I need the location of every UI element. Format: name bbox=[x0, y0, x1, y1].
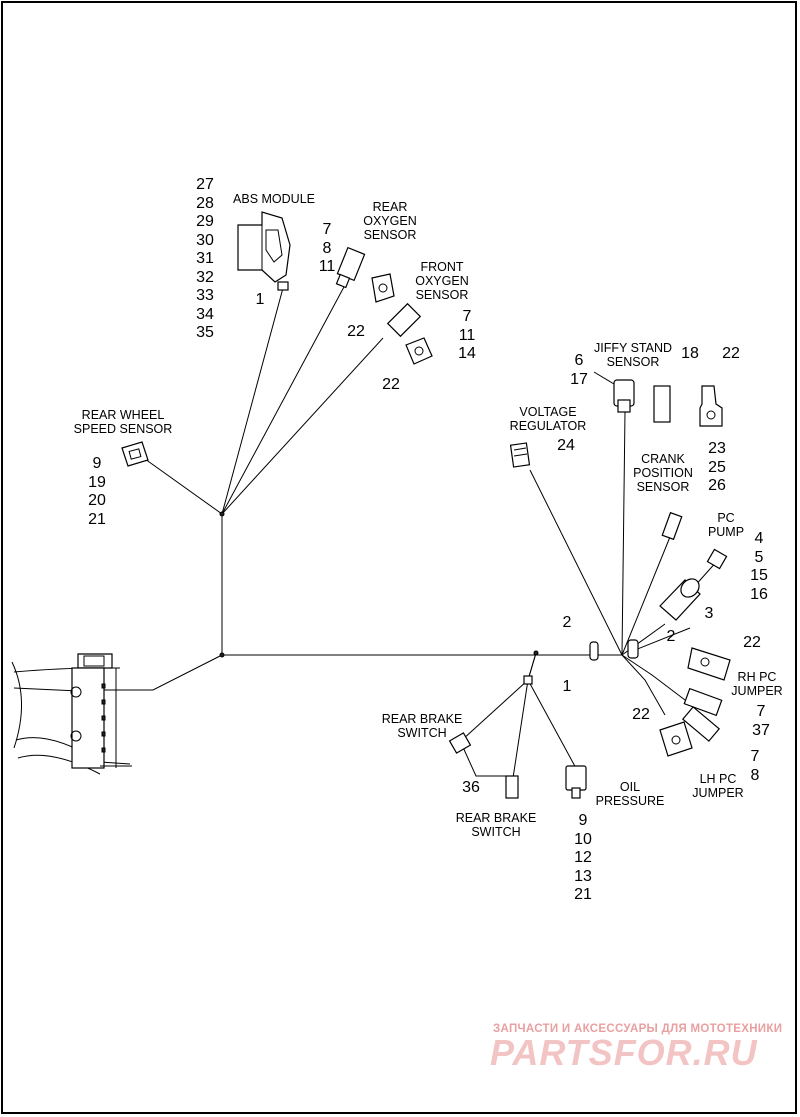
junction-clip bbox=[523, 675, 533, 685]
oil-pressure-numbers: 9 10 12 13 21 bbox=[574, 812, 592, 903]
abs-module-numbers: 27 28 29 30 31 32 33 34 35 bbox=[196, 176, 214, 341]
jiffy-stand-label: JIFFY STAND SENSOR bbox=[593, 341, 672, 369]
frame-section bbox=[11, 653, 132, 775]
voltage-regulator-connector bbox=[509, 442, 531, 468]
junction-dot bbox=[219, 652, 225, 658]
rear-brake-switch-upper-label: REAR BRAKE SWITCH bbox=[381, 712, 463, 740]
front-oxygen-label: FRONT OXYGEN SENSOR bbox=[415, 260, 469, 302]
front-oxygen-clip-number: 22 bbox=[382, 376, 400, 393]
abs-module-lead-number: 1 bbox=[255, 291, 265, 308]
rh-pc-jumper-label: RH PC JUMPER bbox=[731, 670, 783, 698]
rear-oxygen-connector bbox=[335, 246, 395, 303]
junction-clip-number: 1 bbox=[562, 678, 572, 695]
harness-wires bbox=[95, 284, 719, 779]
pc-pump-label: PC PUMP bbox=[707, 511, 745, 539]
rear-brake-switch-lower-number: 36 bbox=[462, 779, 480, 796]
rear-wheel-speed-label: REAR WHEEL SPEED SENSOR bbox=[73, 408, 173, 436]
harness-clip-left bbox=[589, 641, 599, 661]
crank-position-connector bbox=[661, 511, 683, 541]
crank-position-numbers: 23 25 26 bbox=[708, 440, 726, 494]
harness-clip-right bbox=[627, 639, 639, 659]
jiffy-stand-connector bbox=[593, 371, 723, 427]
junction-dot bbox=[219, 511, 225, 517]
jiffy-stand-clip-number: 22 bbox=[722, 345, 740, 362]
voltage-regulator-label: VOLTAGE REGULATOR bbox=[509, 405, 587, 433]
oil-pressure-connector bbox=[565, 765, 587, 799]
rear-wheel-speed-numbers: 9 19 20 21 bbox=[88, 455, 106, 528]
rear-wheel-speed-connector bbox=[121, 441, 149, 467]
lh-pc-jumper-label: LH PC JUMPER bbox=[692, 772, 744, 800]
lh-pc-jumper-clip-number: 22 bbox=[632, 706, 650, 723]
rear-oxygen-clip-number: 22 bbox=[347, 323, 365, 340]
lh-pc-jumper-connector bbox=[659, 706, 721, 757]
watermark-tagline: ЗАПЧАСТИ И АКСЕССУАРЫ ДЛЯ МОТОТЕХНИКИ bbox=[493, 1023, 783, 1035]
abs-module bbox=[237, 211, 291, 291]
rh-pc-jumper-numbers: 7 37 bbox=[752, 703, 770, 739]
rear-oxygen-numbers: 7 8 11 bbox=[318, 221, 336, 275]
harness-clip-left-number: 2 bbox=[562, 614, 572, 631]
junction-dot bbox=[533, 650, 539, 656]
rear-brake-switch-upper-connector bbox=[448, 732, 472, 754]
front-oxygen-numbers: 7 11 14 bbox=[458, 308, 476, 362]
lh-pc-jumper-numbers: 7 8 bbox=[750, 748, 760, 784]
jiffy-stand-cap-number: 18 bbox=[681, 345, 699, 362]
rh-pc-jumper-connector bbox=[683, 647, 731, 717]
oil-pressure-label: OIL PRESSURE bbox=[595, 780, 665, 808]
jiffy-stand-numbers: 6 17 bbox=[570, 352, 588, 388]
rear-oxygen-label: REAR OXYGEN SENSOR bbox=[363, 200, 417, 242]
watermark-logo: PARTSFOR.RU bbox=[490, 1032, 758, 1073]
front-oxygen-connector bbox=[386, 302, 433, 365]
voltage-regulator-number: 24 bbox=[557, 437, 575, 454]
rear-brake-switch-lower-label: REAR BRAKE SWITCH bbox=[455, 811, 537, 839]
rear-brake-switch-lower-connector bbox=[505, 775, 519, 799]
pc-pump-body-number: 3 bbox=[704, 605, 714, 622]
pc-pump-numbers: 4 5 15 16 bbox=[750, 530, 768, 603]
crank-position-label: CRANK POSITION SENSOR bbox=[633, 452, 693, 494]
abs-module-label: ABS MODULE bbox=[233, 192, 315, 206]
rh-pc-jumper-clip-number: 22 bbox=[743, 634, 761, 651]
pc-pump bbox=[659, 548, 728, 621]
harness-clip-right-number: 2 bbox=[666, 628, 676, 645]
